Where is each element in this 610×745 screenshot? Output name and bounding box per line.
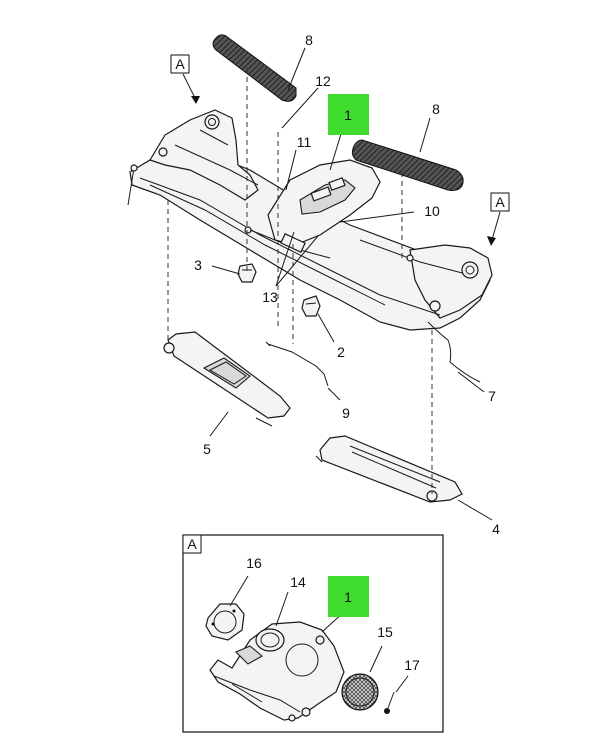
view-label-a-top-text: A [175,56,185,72]
cable-harness [427,321,481,383]
view-label-a-right: A [490,192,510,212]
speaker-housing [209,621,345,722]
view-arrow-left [191,96,200,104]
callout-8-top: 8 [305,32,313,48]
detail-label-a-text: A [187,536,197,552]
callout-16: 16 [246,555,262,571]
clip-part-2 [301,295,321,317]
clip-part-3 [237,263,257,283]
gasket-part-16 [205,603,245,641]
view-label-a-right-text: A [495,194,505,210]
sun-visor-right [315,435,463,503]
callout-10: 10 [424,203,440,219]
view-label-a-top: A [170,54,190,74]
callout-5: 5 [203,441,211,457]
grille-strip-left [212,34,297,102]
grille-strip-right [351,139,464,191]
callout-1-detail: 1 [344,589,352,605]
callout-13: 13 [262,289,278,305]
callout-12: 12 [315,73,331,89]
highlight-box-part-1[interactable] [328,94,369,135]
callout-7: 7 [488,388,496,404]
callout-8-right: 8 [432,101,440,117]
speaker-grille-part-15 [341,673,379,711]
callout-3: 3 [194,257,202,273]
callout-15: 15 [377,624,393,640]
detail-view-a: A [182,534,444,733]
highlight-box-part-1-detail[interactable] [328,576,369,617]
callout-17: 17 [404,657,420,673]
overhead-console-assembly [127,109,493,331]
screw-part-17 [384,691,395,714]
callout-11: 11 [297,134,312,150]
callout-1: 1 [344,107,352,123]
callout-14: 14 [290,574,306,590]
view-arrow-right [487,236,496,246]
callout-2: 2 [337,344,345,360]
callout-4: 4 [492,521,500,537]
wire-part-9 [267,343,329,387]
sun-visor-left [163,331,291,427]
alignment-lines [167,68,433,494]
callout-9: 9 [342,405,350,421]
